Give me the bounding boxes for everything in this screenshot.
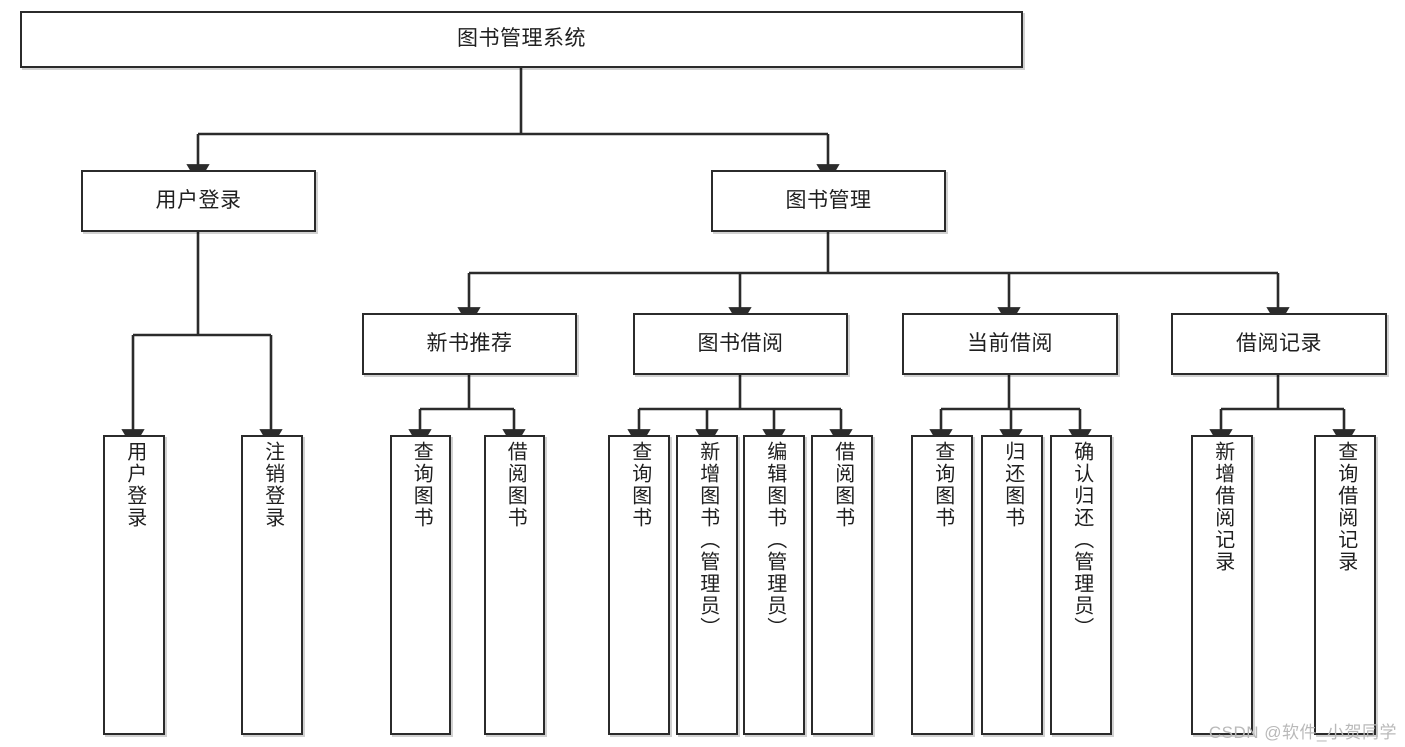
node-leaf-borrow-query-book[interactable]: 查询图书 (608, 435, 670, 735)
node-label: 图书管理系统 (457, 27, 586, 51)
node-borrow-record[interactable]: 借阅记录 (1171, 313, 1387, 375)
node-label: 编辑图书（管理员） (763, 441, 786, 639)
node-leaf-user-login[interactable]: 用户登录 (103, 435, 165, 735)
node-label: 注销登录 (261, 441, 284, 529)
node-label: 查询图书 (410, 441, 433, 529)
node-leaf-current-confirm-return[interactable]: 确认归还（管理员） (1050, 435, 1112, 735)
node-leaf-recommend-query-book[interactable]: 查询图书 (390, 435, 451, 735)
node-leaf-user-logout[interactable]: 注销登录 (241, 435, 303, 735)
node-label: 当前借阅 (967, 331, 1053, 355)
node-leaf-current-query-book[interactable]: 查询图书 (911, 435, 973, 735)
node-label: 图书管理 (785, 188, 872, 212)
node-label: 查询借阅记录 (1334, 441, 1357, 573)
node-label: 确认归还（管理员） (1070, 441, 1093, 639)
node-label: 查询图书 (931, 441, 954, 529)
node-leaf-borrow-edit-book[interactable]: 编辑图书（管理员） (743, 435, 805, 735)
node-label: 查询图书 (628, 441, 651, 529)
connector-group-current-borrow (929, 375, 1092, 449)
connector-group-root (186, 68, 840, 184)
node-root[interactable]: 图书管理系统 (20, 11, 1023, 68)
node-leaf-record-add-record[interactable]: 新增借阅记录 (1191, 435, 1253, 735)
node-label: 用户登录 (155, 188, 242, 212)
node-current-borrow[interactable]: 当前借阅 (902, 313, 1118, 375)
node-label: 新增借阅记录 (1211, 441, 1234, 573)
node-user-login[interactable]: 用户登录 (81, 170, 316, 232)
node-label: 用户登录 (123, 441, 146, 529)
node-leaf-record-query-record[interactable]: 查询借阅记录 (1314, 435, 1376, 735)
node-label: 归还图书 (1001, 441, 1024, 529)
node-label: 借阅图书 (504, 441, 527, 529)
node-leaf-current-return-book[interactable]: 归还图书 (981, 435, 1043, 735)
node-new-book-recommend[interactable]: 新书推荐 (362, 313, 577, 375)
csdn-watermark: CSDN @软件_小贺同学 (1208, 723, 1397, 742)
node-label: 借阅图书 (831, 441, 854, 529)
connector-group-book-borrow (627, 375, 853, 449)
node-label: 新书推荐 (426, 331, 513, 355)
node-label: 新增图书（管理员） (696, 441, 719, 639)
node-book-borrow[interactable]: 图书借阅 (633, 313, 848, 375)
connector-group-user-login (121, 232, 283, 449)
node-leaf-borrow-add-book[interactable]: 新增图书（管理员） (676, 435, 738, 735)
node-label: 借阅记录 (1236, 331, 1322, 355)
node-leaf-recommend-borrow-book[interactable]: 借阅图书 (484, 435, 545, 735)
connector-group-new-book-recommend (408, 375, 526, 449)
connector-group-book-management (457, 232, 1290, 327)
node-book-management[interactable]: 图书管理 (711, 170, 946, 232)
connector-group-borrow-record (1209, 375, 1356, 449)
node-leaf-borrow-borrow-book[interactable]: 借阅图书 (811, 435, 873, 735)
node-label: 图书借阅 (697, 331, 784, 355)
